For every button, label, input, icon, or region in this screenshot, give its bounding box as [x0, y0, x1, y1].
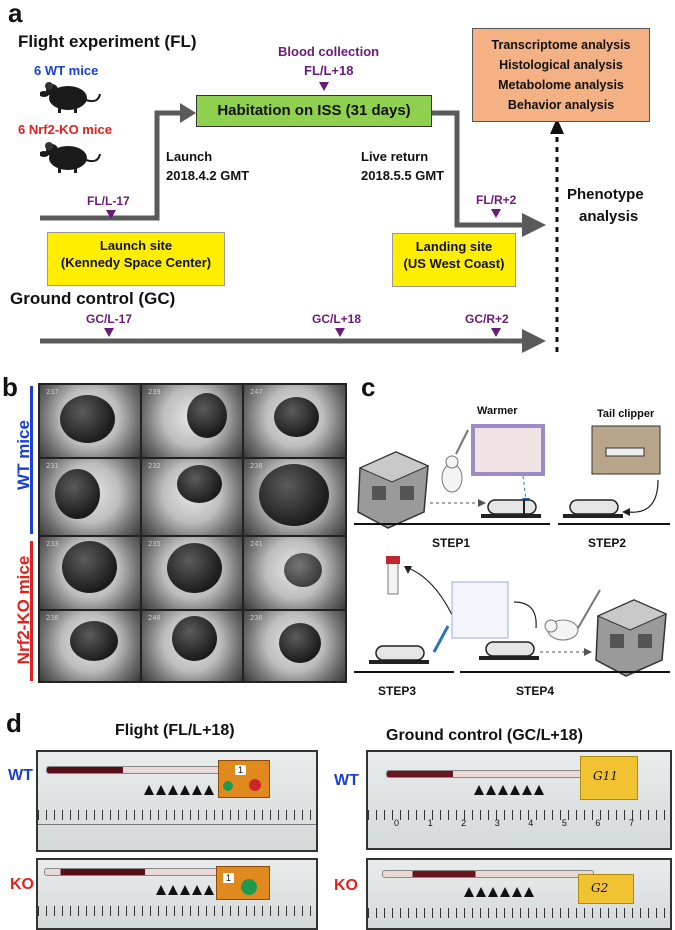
mouse-photo: 241 [244, 537, 345, 609]
mouse-icon [40, 82, 101, 113]
flight-photo-title: Flight (FL/L+18) [115, 722, 235, 739]
mouse-photo: 236 [40, 611, 140, 681]
tube-tag: G2 [578, 874, 634, 904]
return-date: 2018.5.5 GMT [361, 168, 445, 183]
phenotype-line1: Phenotype [567, 186, 644, 203]
gc-r-2-marker [491, 328, 501, 337]
mouse-photo: 232 [142, 459, 242, 535]
mouse-photo: 231 [40, 459, 140, 535]
analysis-item: Metabolome analysis [498, 78, 624, 92]
ko-group-bar [30, 541, 33, 681]
wt-group-bar [30, 386, 33, 534]
habitat-cage-icon [357, 451, 430, 529]
gc-l-17-label: GC/L-17 [86, 312, 133, 326]
launch-title: Launch [166, 149, 213, 164]
habitation-box: Habitation on ISS (31 days) [196, 95, 432, 127]
wt-mice-label: 6 WT mice [34, 63, 99, 78]
panel-c-label: c [361, 372, 376, 402]
return-title: Live return [361, 149, 429, 164]
mouse-photo: 240 [142, 611, 242, 681]
blood-tube-photo: 1 [36, 750, 318, 852]
mouse-icon [40, 142, 101, 173]
analysis-item: Behavior analysis [507, 98, 615, 112]
launch-date: 2018.4.2 GMT [166, 168, 250, 183]
launch-site-box: Launch site (Kennedy Space Center) [47, 232, 225, 286]
fl-l-17-marker [106, 210, 116, 219]
step2-label: STEP2 [588, 536, 627, 550]
fl-r-2-label: FL/R+2 [476, 193, 517, 207]
step3-label: STEP3 [378, 684, 417, 698]
restrainer-icon [481, 499, 541, 518]
landing-site-box: Landing site (US West Coast) [392, 233, 516, 287]
wt-group-label: WT mice [14, 420, 33, 490]
nrf2-ko-mice-label: 6 Nrf2-KO mice [18, 122, 112, 137]
panel-a-label: a [8, 0, 23, 28]
mouse-photo-grid: 237 239 247 231 232 238 233 235 241 236 … [38, 383, 347, 683]
gc-l-18-label: GC/L+18 [312, 312, 362, 326]
procedure-illustration [354, 424, 670, 677]
fl-ko-label: KO [10, 876, 34, 893]
tube-tag-label: 1 [235, 765, 247, 775]
fl-l-17-label: FL/L-17 [87, 194, 130, 208]
warmer-label: Warmer [477, 405, 518, 417]
tube-tag: G11 [580, 756, 638, 800]
landing-site-line1: Landing site [415, 239, 493, 254]
gc-l-17-marker [104, 328, 114, 337]
flight-timeline-arrow [40, 103, 564, 353]
ko-group-label: Nrf2-KO mice [14, 555, 33, 665]
gc-l-18-marker [335, 328, 345, 337]
tube-tag-label: 1 [223, 873, 235, 883]
gc-r-2-label: GC/R+2 [465, 312, 509, 326]
fl-l-18-label: FL/L+18 [304, 63, 354, 78]
analysis-item: Histological analysis [499, 58, 623, 72]
arrowhead-markers [464, 884, 536, 902]
blood-tube [44, 868, 238, 876]
blood-tube [382, 870, 594, 878]
analyses-box: Transcriptome analysis Histological anal… [472, 28, 650, 122]
mouse-photo: 247 [244, 385, 345, 457]
mouse-photo: 230 [244, 611, 345, 681]
blood-tube [386, 770, 608, 778]
gc-ko-label: KO [334, 877, 358, 894]
tail-clipper-label: Tail clipper [597, 408, 655, 420]
arrowhead-markers [474, 782, 546, 800]
blood-tube-photo: G2 [366, 858, 672, 930]
tube-tag: 1 [218, 760, 270, 798]
flight-experiment-title: Flight experiment (FL) [18, 32, 197, 51]
phenotype-analysis-label: Phenotype analysis [567, 184, 644, 228]
mouse-photo: 237 [40, 385, 140, 457]
tube-tag-label: G11 [593, 769, 618, 783]
panel-d-label: d [6, 708, 22, 738]
mouse-drawing-icon [441, 429, 469, 493]
launch-site-line2: (Kennedy Space Center) [60, 255, 212, 270]
launch-site-line1: Launch site [99, 238, 173, 253]
blood-tube-photo: 1 [36, 858, 318, 930]
mouse-photo: 235 [142, 537, 242, 609]
mouse-photo: 238 [244, 459, 345, 535]
ground-photo-title: Ground control (GC/L+18) [386, 727, 583, 744]
ground-control-title: Ground control (GC) [10, 289, 176, 308]
fl-l-18-marker [319, 82, 329, 91]
mouse-photo: 233 [40, 537, 140, 609]
arrowhead-markers [144, 782, 216, 800]
fl-wt-label: WT [8, 767, 33, 784]
blood-collection-label: Blood collection [278, 44, 380, 59]
step1-label: STEP1 [432, 536, 471, 550]
panel-b-label: b [2, 372, 18, 402]
step4-label: STEP4 [516, 684, 555, 698]
habitat-cage-icon [595, 599, 668, 677]
phenotype-line2: analysis [579, 208, 639, 225]
tube-tag-label: G2 [591, 881, 609, 895]
landing-site-line2: (US West Coast) [403, 256, 505, 271]
gc-wt-label: WT [334, 772, 359, 789]
mouse-photo: 239 [142, 385, 242, 457]
analysis-item: Transcriptome analysis [491, 38, 631, 52]
fl-r-2-marker [491, 209, 501, 218]
tube-tag: 1 [216, 866, 270, 900]
